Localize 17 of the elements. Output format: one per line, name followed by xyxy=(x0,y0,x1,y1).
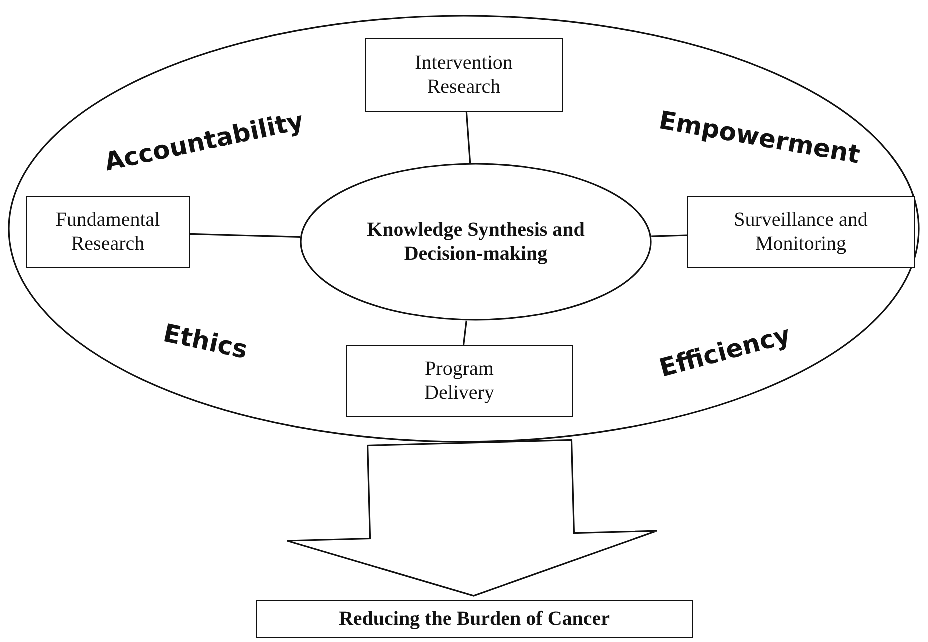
process-box xyxy=(687,196,915,268)
connector-line xyxy=(652,234,688,238)
box-text: Knowledge Synthesis and Decision-making xyxy=(366,218,586,266)
box-text: Intervention Research xyxy=(414,51,514,99)
process-box xyxy=(26,196,190,268)
process-box xyxy=(346,345,573,417)
box-text: Program Delivery xyxy=(424,357,496,405)
box-text: Fundamental Research xyxy=(54,208,162,256)
connector-line xyxy=(462,320,468,346)
value-label: Ethics xyxy=(160,318,250,366)
box-text: Surveillance and Monitoring xyxy=(733,208,869,256)
block-arrow xyxy=(286,439,658,597)
process-box xyxy=(256,600,693,638)
connector-line xyxy=(466,112,472,164)
process-box xyxy=(365,38,563,112)
box-text: Reducing the Burden of Cancer xyxy=(338,607,610,631)
connector-line xyxy=(190,233,300,238)
